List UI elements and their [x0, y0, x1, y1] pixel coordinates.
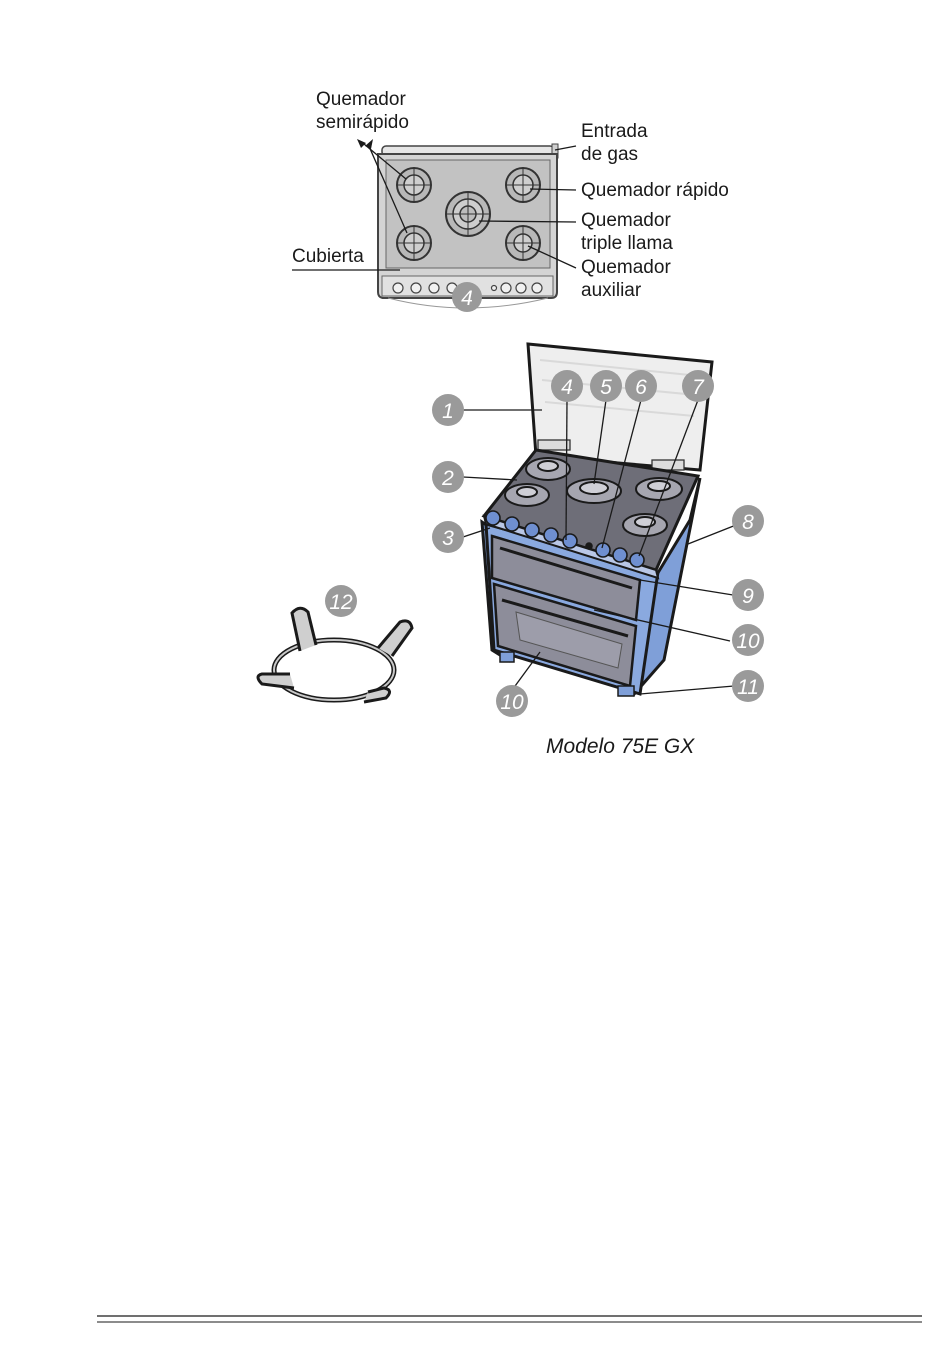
burner-rapid — [505, 167, 541, 203]
badge-9: 9 — [732, 579, 764, 611]
svg-text:6: 6 — [635, 376, 647, 399]
wok-ring-support: 12 — [258, 585, 412, 702]
burner-semirapid-back — [396, 167, 432, 203]
svg-text:8: 8 — [742, 511, 754, 534]
label-entrada-de-gas: Entrada de gas — [581, 121, 653, 165]
badge-10-upper: 10 — [732, 624, 764, 656]
badge-12: 12 — [325, 585, 357, 617]
badge-3: 3 — [432, 521, 464, 553]
svg-text:3: 3 — [442, 527, 454, 550]
label-quemador-semirapido: Quemador semirápido — [316, 89, 411, 133]
svg-text:11: 11 — [737, 676, 759, 699]
label-quemador-auxiliar: Quemador auxiliar — [581, 257, 676, 301]
badge-7: 7 — [682, 370, 714, 402]
badge-2: 2 — [432, 461, 464, 493]
label-cubierta: Cubierta — [292, 246, 364, 267]
badge-top-4: 4 — [452, 282, 482, 312]
model-caption: Modelo 75E GX — [546, 735, 695, 758]
cooktop-top-view: 4 Quemador semirápido Entrada de gas Que… — [292, 89, 729, 312]
burner-auxiliary — [505, 225, 541, 261]
burner-triple-flame — [445, 191, 491, 237]
svg-text:9: 9 — [742, 585, 754, 608]
svg-text:7: 7 — [692, 376, 705, 399]
svg-text:4: 4 — [461, 287, 473, 310]
svg-text:2: 2 — [441, 467, 454, 490]
svg-text:10: 10 — [736, 630, 760, 653]
badge-6: 6 — [625, 370, 657, 402]
label-quemador-rapido: Quemador rápido — [581, 180, 729, 201]
svg-text:12: 12 — [329, 591, 353, 614]
badge-8: 8 — [732, 505, 764, 537]
label-quemador-triple-llama: Quemador triple llama — [581, 210, 676, 254]
badge-11: 11 — [732, 670, 764, 702]
badge-10-lower: 10 — [496, 685, 528, 717]
burner-semirapid-front — [396, 225, 432, 261]
badge-5: 5 — [590, 370, 622, 402]
svg-text:10: 10 — [500, 691, 524, 714]
badge-4: 4 — [551, 370, 583, 402]
svg-text:1: 1 — [442, 400, 454, 423]
stove-perspective-view: 1 2 3 4 5 6 7 8 9 10 11 10 — [432, 344, 764, 717]
badge-1: 1 — [432, 394, 464, 426]
svg-text:4: 4 — [561, 376, 573, 399]
svg-text:5: 5 — [600, 376, 612, 399]
